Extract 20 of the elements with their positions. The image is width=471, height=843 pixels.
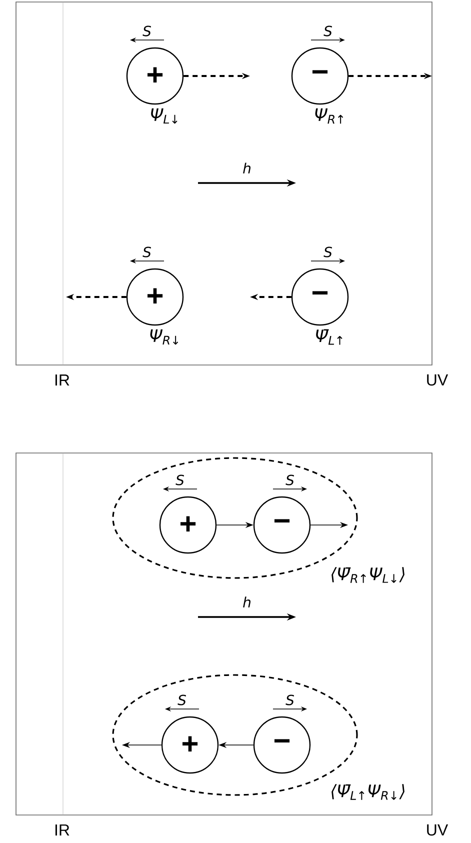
spin-label: S [176, 474, 184, 486]
momentum-label: h [243, 162, 250, 174]
formula-label: Ψ$_{R↑}$ [312, 107, 348, 125]
axis-label: IR [55, 824, 70, 836]
formula-label: Ψ̄$_{L↑}$ [314, 328, 346, 346]
spin-label: S [142, 26, 151, 36]
spin-label: S [286, 474, 294, 486]
spin-label: S [142, 246, 151, 258]
formula-label: Ψ$_{L↓}$ [148, 107, 182, 125]
spin-label: S [324, 26, 332, 36]
formula-label: ⟨Ψ̄$_{R↑}$Ψ$_{L↓}$⟩ [329, 566, 407, 584]
axis-label: IR [55, 374, 70, 386]
formula-label: ⟨Ψ̄$_{L↑}$Ψ$_{R↓}$⟩ [329, 783, 407, 801]
formula-label: Ψ$_{R↓}$ [148, 328, 182, 346]
spin-label: S [324, 246, 332, 258]
spin-label: S [178, 694, 186, 706]
axis-label: UV [427, 374, 448, 386]
axis-label: UV [427, 824, 448, 836]
spin-label: S [286, 694, 294, 706]
momentum-label: h [243, 596, 250, 608]
